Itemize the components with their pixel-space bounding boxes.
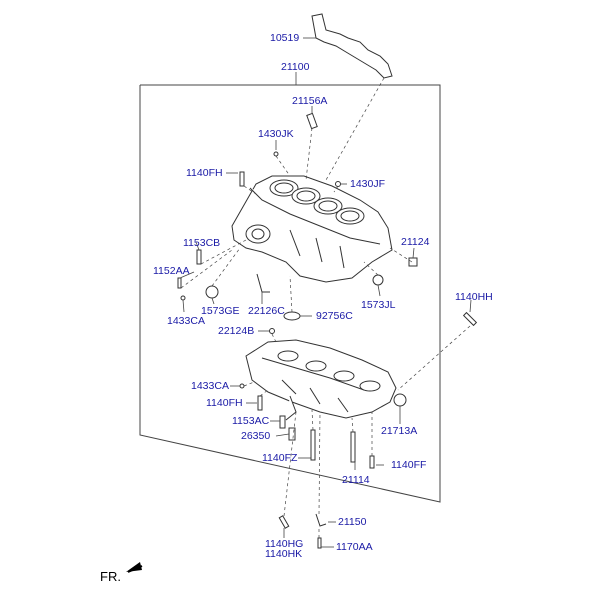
leader-lines: [179, 37, 472, 548]
bolt-1140FH-top: [239, 171, 245, 187]
label-1140FZ: 1140FZ: [262, 452, 298, 464]
bolt-1140FZ: [310, 429, 316, 461]
bracket-cover-part: [311, 13, 393, 79]
label-1153CB: 1153CB: [183, 237, 221, 249]
pipe-22126C: [256, 273, 270, 293]
label-1140FH-top: 1140FH: [186, 167, 223, 179]
label-1573GE: 1573GE: [201, 305, 240, 317]
label-1153AC: 1153AC: [232, 415, 270, 427]
alignment-lines: [180, 77, 471, 538]
label-1140FF: 1140FF: [391, 459, 427, 471]
plug-21713A: [393, 393, 407, 407]
bracket-21150: [315, 513, 327, 527]
label-1140FH-low: 1140FH: [206, 397, 243, 409]
label-21124: 21124: [401, 236, 430, 248]
label-10519: 10519: [270, 32, 300, 44]
label-21114: 21114: [342, 474, 370, 486]
bolt-1430JK: [273, 151, 279, 157]
label-21150: 21150: [338, 516, 367, 528]
pin-1153CB: [196, 249, 202, 265]
label-1140HK: 1140HK: [265, 548, 303, 560]
bolt-1140HG: [278, 515, 290, 529]
label-92756C: 92756C: [316, 310, 353, 322]
oring-92756C: [283, 311, 301, 321]
front-direction-label: FR.: [100, 569, 121, 584]
pin-1152AA: [177, 277, 182, 289]
label-22124B: 22124B: [218, 325, 255, 337]
dowel-21124: [408, 257, 418, 267]
bolt-1140HH: [462, 311, 478, 327]
label-1433CA-low: 1433CA: [191, 380, 229, 392]
label-1170AA: 1170AA: [336, 541, 373, 553]
label-26350: 26350: [241, 430, 271, 442]
lower-crankcase: [245, 339, 397, 421]
label-1152AA: 1152AA: [153, 265, 190, 277]
label-22126C: 22126C: [248, 305, 285, 317]
ball-1433CA-top: [180, 295, 186, 301]
plug-22124B: [269, 328, 275, 334]
label-21713A: 21713A: [381, 425, 418, 437]
cylinder-block-upper: [231, 175, 393, 283]
bolt-1140FH-low: [257, 395, 263, 411]
plug-1573GE: [205, 285, 219, 299]
pin-1170AA: [317, 537, 322, 549]
label-21100: 21100: [281, 61, 310, 73]
pin-1153AC: [279, 415, 286, 429]
label-1433CA-top: 1433CA: [167, 315, 205, 327]
ball-1433CA-low: [239, 383, 245, 389]
plug-1573JL: [372, 274, 384, 286]
label-1573JL: 1573JL: [361, 299, 396, 311]
bolt-1140FF: [369, 455, 375, 469]
label-1430JF: 1430JF: [350, 178, 386, 190]
assembly-bracket: [139, 84, 441, 503]
label-1140HG: 1140HG: [265, 538, 304, 550]
front-arrow-icon: [126, 562, 142, 572]
label-1430JK: 1430JK: [258, 128, 294, 140]
label-21156A: 21156A: [292, 95, 328, 107]
plug-21156A: [306, 112, 318, 130]
label-1140HH: 1140HH: [455, 291, 493, 303]
bolt-21114: [350, 431, 356, 463]
plug-1430JF: [335, 181, 341, 187]
